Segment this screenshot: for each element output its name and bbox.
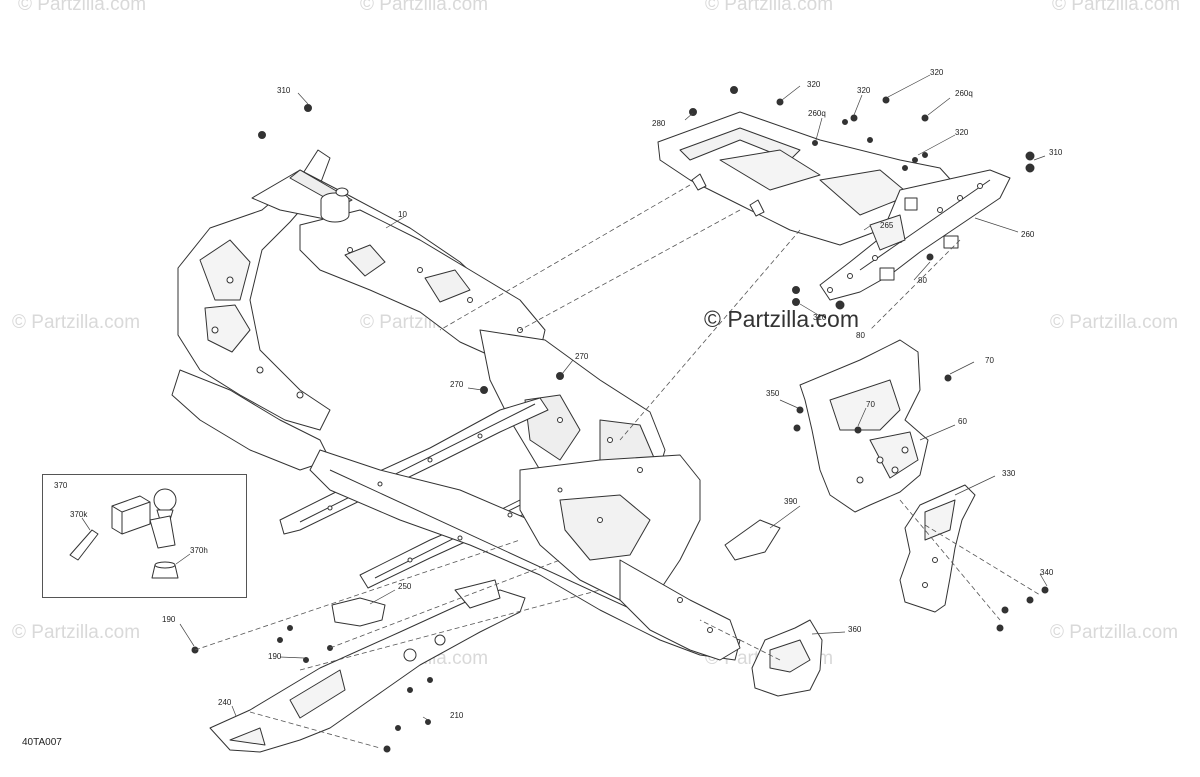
watermark: © Partzilla.com	[12, 622, 141, 643]
part-label-80: 80	[856, 331, 865, 340]
main-frame	[171, 149, 741, 661]
lower-arm	[209, 589, 526, 753]
part-label-310: 310	[1049, 148, 1063, 157]
small-bracket	[331, 597, 386, 627]
figure-code: 40TA007	[22, 737, 62, 748]
watermark: © Partzilla.com	[1050, 622, 1179, 643]
assembly-lines	[194, 184, 1041, 749]
hitch-bracket	[751, 619, 823, 697]
hitch-kit-inset	[42, 474, 247, 598]
part-label-320: 320	[807, 80, 821, 89]
part-label-350: 350	[766, 389, 780, 398]
part-label-320: 320	[955, 128, 969, 137]
rear-subframe	[657, 111, 1011, 301]
part-label-270: 270	[450, 380, 464, 389]
watermark: © Partzilla.com	[705, 0, 834, 15]
part-label-260: 260	[1021, 230, 1035, 239]
part-label-250: 250	[398, 582, 412, 591]
leader-lines	[81, 74, 1048, 721]
watermark: © Partzilla.com	[360, 0, 489, 15]
right-bracket	[799, 339, 929, 513]
watermark: © Partzilla.com	[1050, 312, 1179, 333]
part-label-370h: 370h	[190, 546, 208, 555]
part-label-370k: 370k	[70, 510, 88, 519]
part-label-390: 390	[784, 497, 798, 506]
watermark: © Partzilla.com	[18, 0, 147, 15]
gasket-plate	[724, 519, 781, 561]
part-label-70: 70	[985, 356, 994, 365]
part-label-320: 320	[930, 68, 944, 77]
part-label-70: 70	[866, 400, 875, 409]
part-label-270: 270	[575, 352, 589, 361]
part-label-190: 190	[268, 652, 282, 661]
center-watermark: © Partzilla.com	[704, 306, 859, 332]
hardware-nuts	[191, 86, 1049, 753]
part-label-330: 330	[1002, 469, 1016, 478]
part-label-280: 280	[652, 119, 666, 128]
part-label-260q: 260q	[955, 89, 973, 98]
part-label-360: 360	[848, 625, 862, 634]
part-label-60: 60	[958, 417, 967, 426]
part-label-370: 370	[54, 481, 68, 490]
part-label-310: 310	[277, 86, 291, 95]
part-label-265: 265	[880, 221, 894, 230]
part-label-260q: 260q	[808, 109, 826, 118]
hitch-kit-illustration	[69, 488, 179, 579]
part-label-80: 80	[918, 276, 927, 285]
rear-plate	[899, 484, 976, 613]
watermark: © Partzilla.com	[1052, 0, 1181, 15]
part-label-210: 210	[450, 711, 464, 720]
part-label-310: 310	[813, 313, 827, 322]
part-label-320: 320	[857, 86, 871, 95]
part-label-340: 340	[1040, 568, 1054, 577]
part-label-10: 10	[398, 210, 407, 219]
part-label-190: 190	[162, 615, 176, 624]
part-label-240: 240	[218, 698, 232, 707]
watermark: © Partzilla.com	[12, 312, 141, 333]
